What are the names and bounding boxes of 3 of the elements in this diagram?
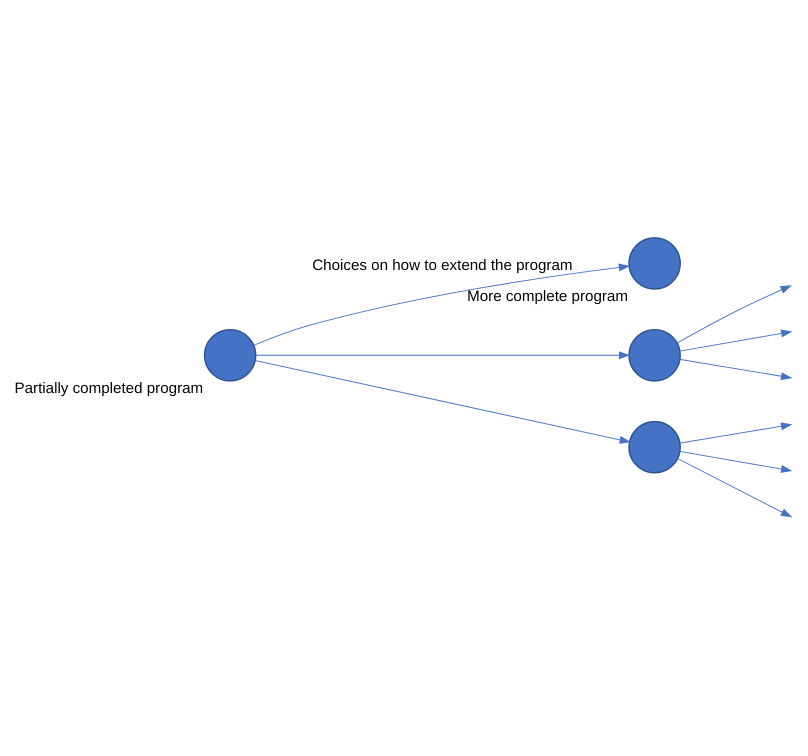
node-label: More complete program [467, 288, 628, 305]
node-label: Partially completed program [14, 379, 204, 396]
edge-label: Choices on how to extend the program [312, 256, 573, 274]
